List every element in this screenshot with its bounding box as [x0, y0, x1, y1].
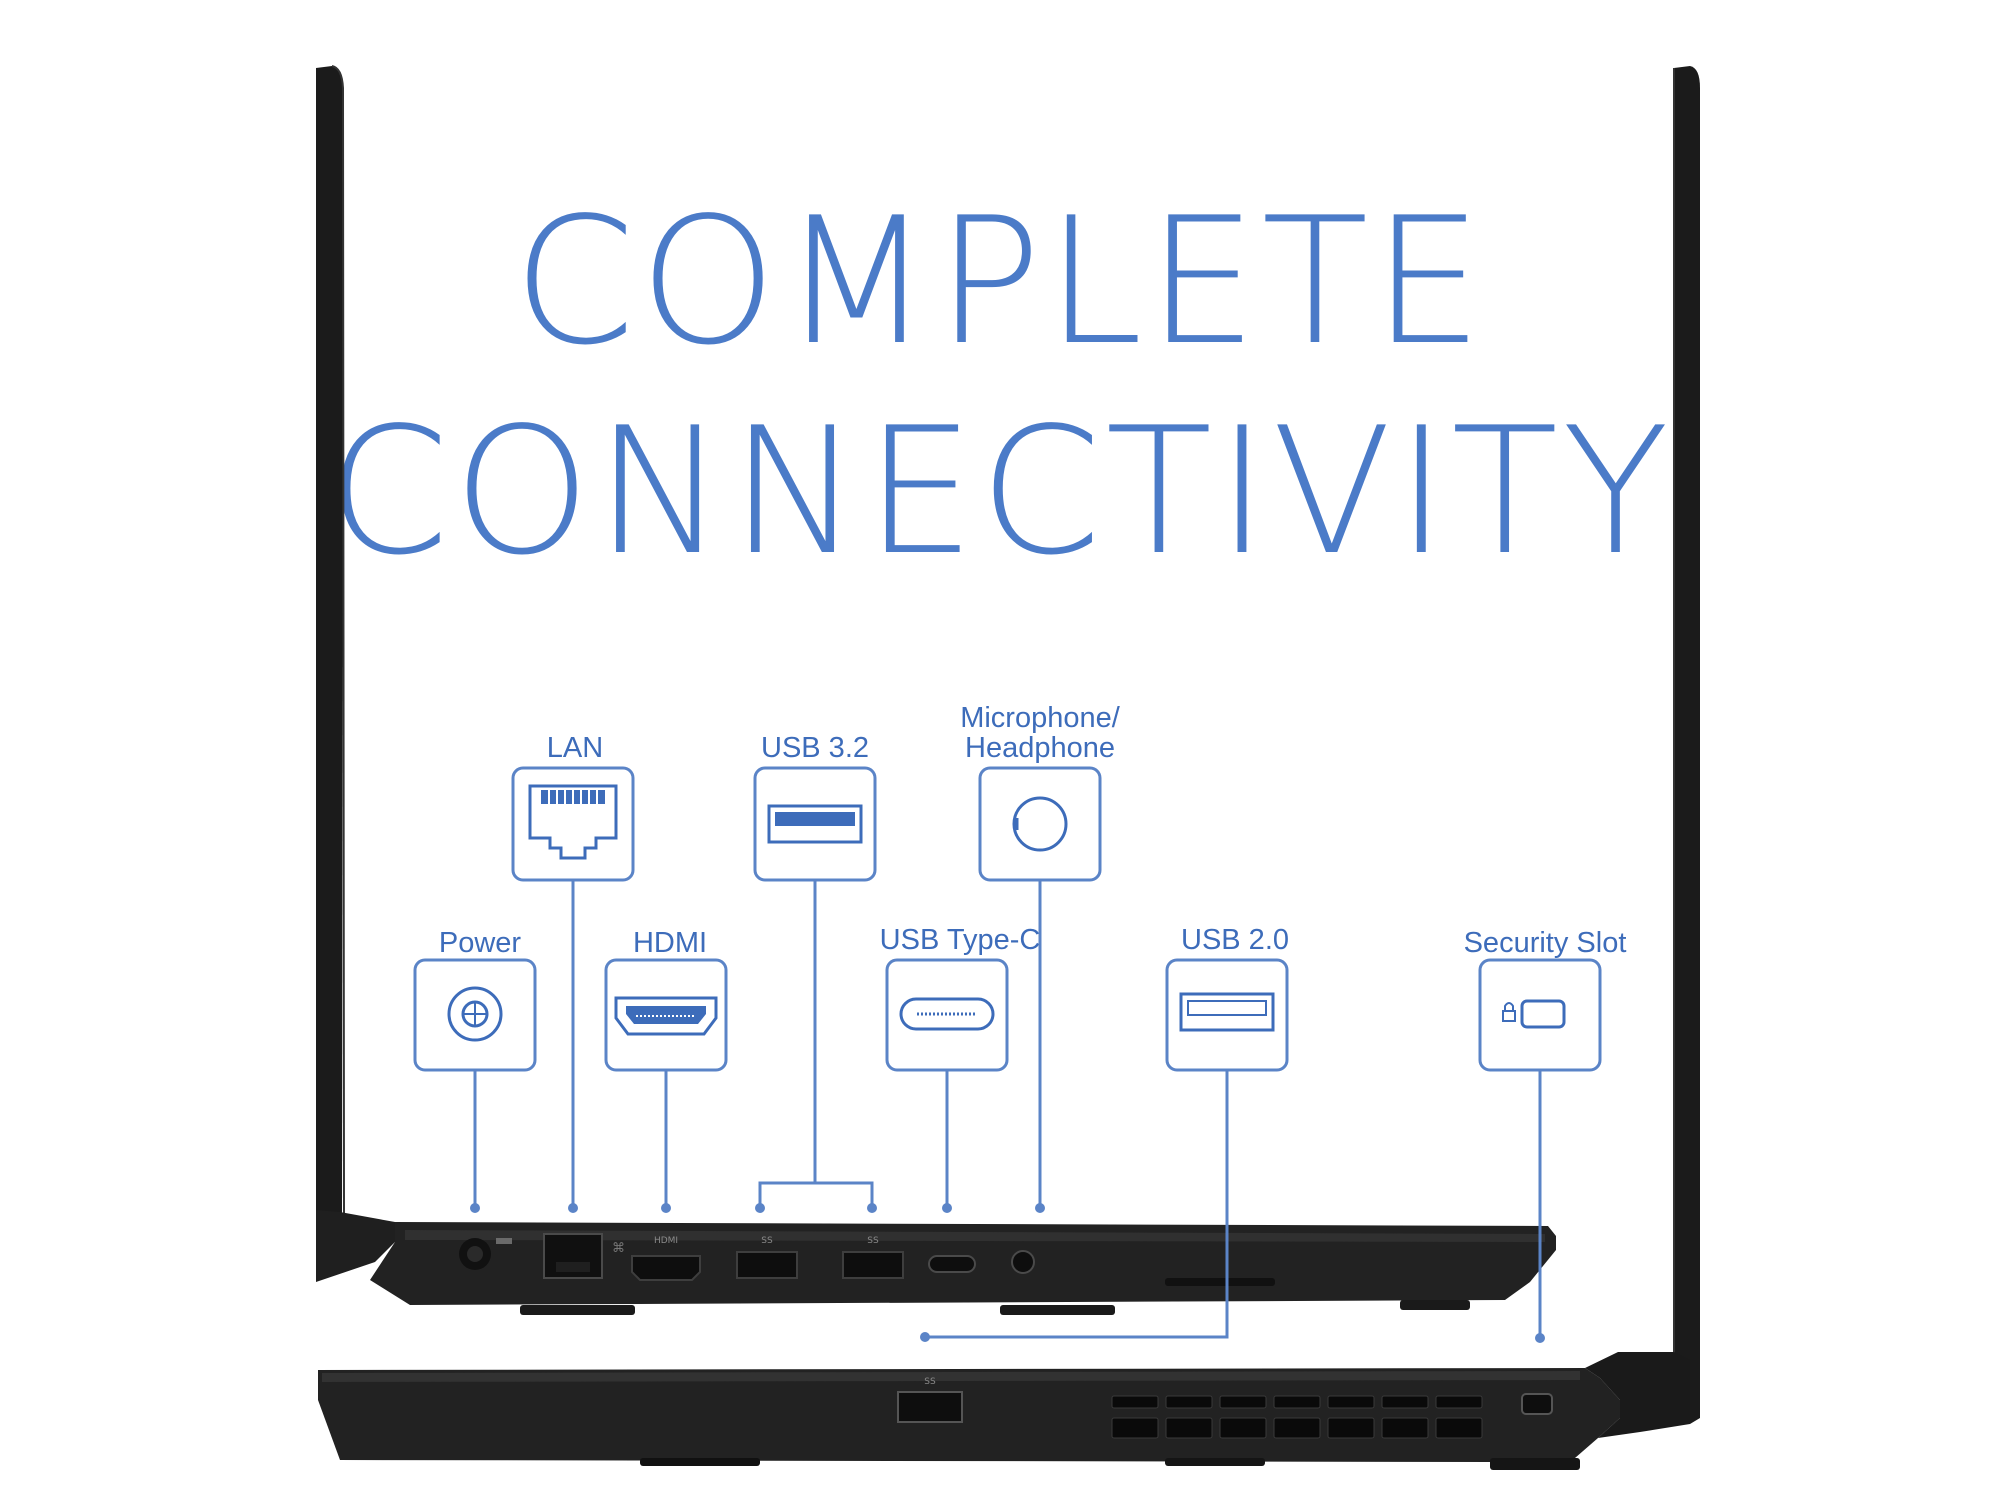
label-power: Power — [438, 927, 522, 959]
chassis-security-slot — [1521, 1393, 1553, 1415]
label-hdmi: HDMI — [632, 927, 708, 959]
callout-box-usb20 — [1165, 958, 1289, 1072]
svg-text:⌘: ⌘ — [612, 1241, 625, 1256]
callout-box-hdmi — [604, 958, 728, 1072]
left-screen-edge — [316, 65, 345, 1218]
label-mic-line2: Headphone — [965, 732, 1115, 764]
ss-marking-2: SS — [867, 1236, 879, 1246]
chassis-lan-port: ⌘ — [543, 1233, 625, 1279]
right-screen-edge — [1673, 66, 1700, 1424]
power-jack-icon — [447, 986, 503, 1042]
callout-box-security — [1478, 958, 1602, 1072]
audio-jack-icon — [1012, 796, 1068, 852]
callout-box-usbc — [885, 958, 1009, 1072]
headline-line-2: CONNECTIVITY — [326, 391, 1674, 594]
ss-marking-1: SS — [761, 1236, 773, 1246]
usb-a-port-icon — [767, 804, 863, 844]
callout-box-lan — [511, 766, 635, 882]
usb-a-port-icon — [1179, 992, 1275, 1032]
chassis-vents — [1111, 1395, 1483, 1439]
label-usb32: USB 3.2 — [761, 732, 869, 764]
laptop-base-lower — [318, 1352, 1690, 1470]
usb-c-port-icon — [899, 997, 995, 1031]
callout-box-power — [413, 958, 537, 1072]
ss-marking-3: SS — [924, 1377, 936, 1387]
label-usbc: USB Type-C — [879, 924, 1041, 956]
callout-box-mic — [978, 766, 1102, 882]
label-usb20: USB 2.0 — [1181, 924, 1289, 956]
chassis-usb20-port: SS — [897, 1377, 963, 1423]
label-lan: LAN — [546, 732, 604, 764]
hdmi-marking: HDMI — [654, 1236, 678, 1246]
callout-lines — [473, 881, 1542, 1339]
ethernet-port-icon — [528, 784, 618, 860]
label-security: Security Slot — [1463, 927, 1627, 959]
hdmi-port-icon — [614, 996, 718, 1036]
chassis-usb32-port-1: SS — [736, 1236, 798, 1279]
chassis-hdmi-port: HDMI — [631, 1236, 701, 1281]
callout-dots — [470, 1203, 1545, 1343]
callout-box-usb32 — [753, 766, 877, 882]
label-mic-line1: Microphone/ — [960, 702, 1120, 734]
chassis-audio-jack — [1011, 1250, 1035, 1274]
headline-line-1: COMPLETE — [513, 181, 1487, 384]
chassis-usb32-port-2: SS — [842, 1236, 904, 1279]
chassis-power-jack — [459, 1238, 512, 1270]
lock-slot-icon — [1502, 999, 1566, 1029]
chassis-usbc-port — [928, 1255, 976, 1273]
